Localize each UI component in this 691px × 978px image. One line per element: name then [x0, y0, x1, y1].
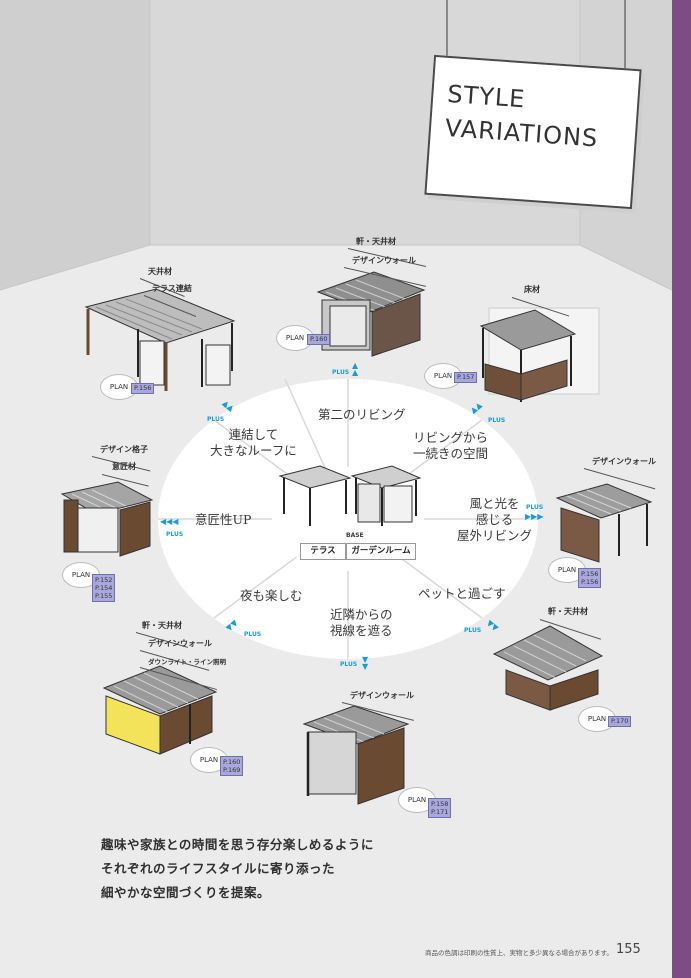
tag-design-wall-night: デザインウォール — [148, 639, 212, 648]
tag-ceiling-material: 天井材 — [148, 267, 172, 276]
plus-arrow-icon: ▲▲ — [352, 361, 359, 377]
page-canvas: STYLE VARIATIONS 第二のリビング リビングから一続きの空間 風と… — [0, 0, 672, 957]
plus-label: PLUS — [526, 504, 544, 511]
page-ref[interactable]: P.170 — [608, 716, 632, 727]
variant-pets-illustration — [492, 625, 604, 711]
style-variations-sign: STYLE VARIATIONS — [424, 54, 642, 210]
segment-privacy: 近隣からの視線を遮る — [330, 607, 393, 638]
edge-color-bar — [672, 0, 691, 978]
segment-night: 夜も楽しむ — [240, 588, 303, 603]
base-pergola-illustrations — [278, 465, 421, 526]
tag-floor-material: 床材 — [524, 285, 540, 294]
intro-line-3: 細やかな空間づくりを提案。 — [101, 885, 271, 900]
plan-badge[interactable]: PLAN — [100, 374, 138, 400]
plus-label: PLUS — [166, 531, 184, 538]
base-garden-room-label: ガーデンルーム — [346, 543, 416, 560]
intro-line-2: それぞれのライフスタイルに寄り添った — [101, 861, 336, 876]
page-ref[interactable]: P.156 — [131, 383, 155, 394]
tag-design-wall-bottom: デザインウォール — [350, 691, 414, 700]
segment-design-up: 意匠性UP — [195, 512, 252, 527]
footnote: 商品の色調は印刷の性質上、実物と多少異なる場合があります。 — [425, 949, 613, 957]
tag-eave-ceiling-br: 軒・天井材 — [548, 607, 588, 616]
base-terrace-label: テラス — [300, 543, 346, 560]
segment-connected-roof: 連結して大きなルーフに — [210, 427, 297, 458]
variant-design-up-illustration — [60, 481, 154, 557]
tag-design-material: 意匠材 — [112, 462, 136, 471]
plus-label: PLUS — [207, 416, 225, 423]
page-ref[interactable]: P.157 — [454, 372, 478, 383]
variant-night-illustration — [102, 665, 218, 755]
tag-design-wall: デザインウォール — [352, 256, 416, 265]
plus-label: PLUS — [464, 627, 482, 634]
plus-label: PLUS — [332, 369, 350, 376]
plus-label: PLUS — [244, 631, 262, 638]
segment-living-continuous: リビングから一続きの空間 — [413, 430, 489, 461]
plus-label: PLUS — [488, 417, 506, 424]
intro-line-1: 趣味や家族との時間を思う存分楽しめるように — [101, 837, 374, 852]
variant-second-living-illustration — [316, 271, 426, 357]
sign-line1: STYLE — [446, 79, 527, 114]
variant-privacy-illustration — [302, 705, 410, 805]
plus-arrow-icon: ▶▶▶ — [525, 512, 544, 521]
tag-lighting: ダウンライト・ライン照明 — [148, 658, 226, 666]
variant-floor-illustration — [479, 307, 600, 402]
base-tag: BASE — [346, 532, 364, 539]
page-number: 155 — [616, 942, 641, 957]
tag-eave-ceiling-night: 軒・天井材 — [142, 621, 182, 630]
tag-design-lattice: デザイン格子 — [100, 445, 148, 454]
plus-arrow-icon: ◀◀◀ — [160, 517, 179, 526]
tag-eave-ceiling: 軒・天井材 — [356, 237, 396, 246]
plus-label: PLUS — [340, 661, 358, 668]
tag-terrace-connected: テラス連結 — [152, 284, 192, 293]
segment-with-pets: ペットと過ごす — [418, 586, 506, 601]
plus-arrow-icon: ▼▼ — [362, 655, 369, 671]
variant-outdoor-living-illustration — [555, 483, 653, 563]
page-ref[interactable]: P.160 — [307, 334, 331, 345]
segment-outdoor-living: 風と光を感じる屋外リビング — [457, 496, 533, 543]
tag-design-wall-right: デザインウォール — [592, 457, 656, 466]
variant-terrace-connected-illustration — [84, 288, 236, 391]
sign-line2: VARIATIONS — [444, 113, 600, 153]
segment-second-living: 第二のリビング — [318, 407, 406, 422]
